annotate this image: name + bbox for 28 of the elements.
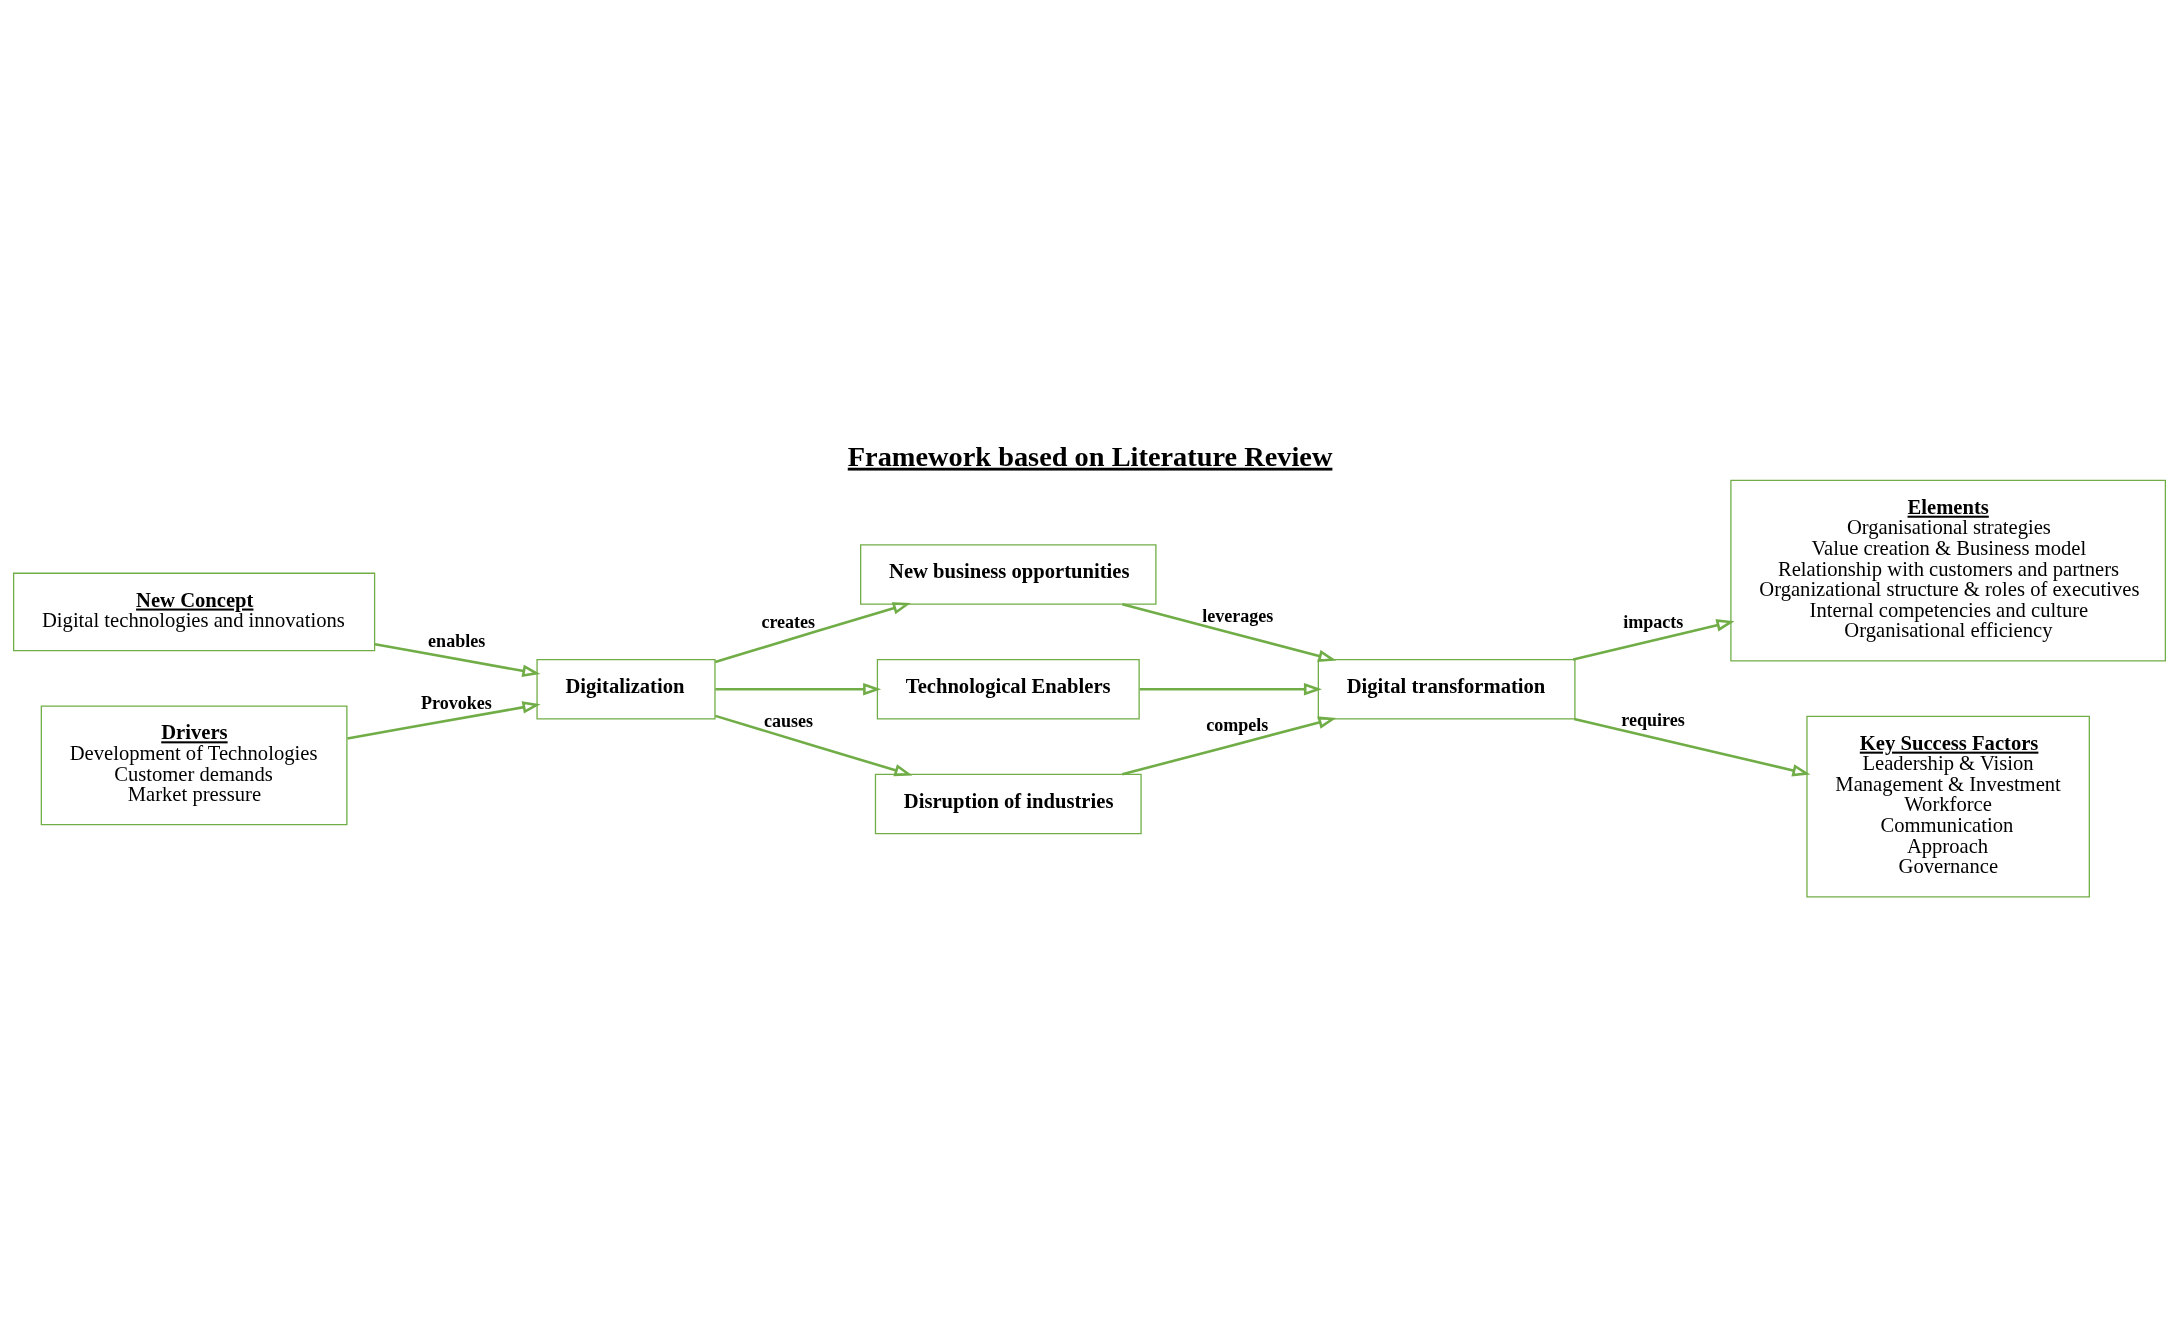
arrow: [714, 602, 911, 664]
node-box: New business opportunities: [860, 544, 1157, 605]
edge-label: Provokes: [421, 692, 492, 713]
arrow: [715, 714, 913, 777]
arrow: [1572, 619, 1735, 661]
node-box: Digital transformation: [1317, 658, 1576, 720]
node-box: Key Success Factors Leadership & Vision Management & Investment Workforce Communication Approach Governance: [1806, 715, 2090, 898]
arrow: [374, 643, 541, 678]
arrow: [1139, 682, 1322, 696]
node-box: Elements Organisational strategies Value creation & Business model Relationship with customers and partners Organizational structure & roles of executives Internal competencies and culture Organisational efficiency: [1730, 479, 2167, 662]
edge-label: enables: [428, 630, 486, 651]
node-box: New Concept Digital technologies and innovations: [12, 572, 376, 652]
arrow: [1122, 603, 1337, 663]
edge-label: causes: [763, 710, 814, 731]
edge-label: creates: [761, 611, 816, 632]
edge-label: impacts: [1623, 611, 1684, 632]
arrow: [715, 682, 882, 696]
arrow: [347, 701, 541, 740]
arrow: [1122, 716, 1337, 776]
arrow: [1573, 717, 1811, 777]
node-box: Drivers Development of Technologies Customer demands Market pressure: [40, 705, 348, 826]
edge-label: leverages: [1202, 606, 1274, 627]
node-box: Digitalization: [536, 658, 716, 720]
node-box: Disruption of industries: [874, 773, 1142, 835]
node-box: Technological Enablers: [876, 658, 1140, 720]
edge-label: requires: [1621, 709, 1685, 730]
edge-label: compels: [1206, 714, 1269, 735]
diagram-title: Framework based on Literature Review: [847, 440, 1333, 472]
